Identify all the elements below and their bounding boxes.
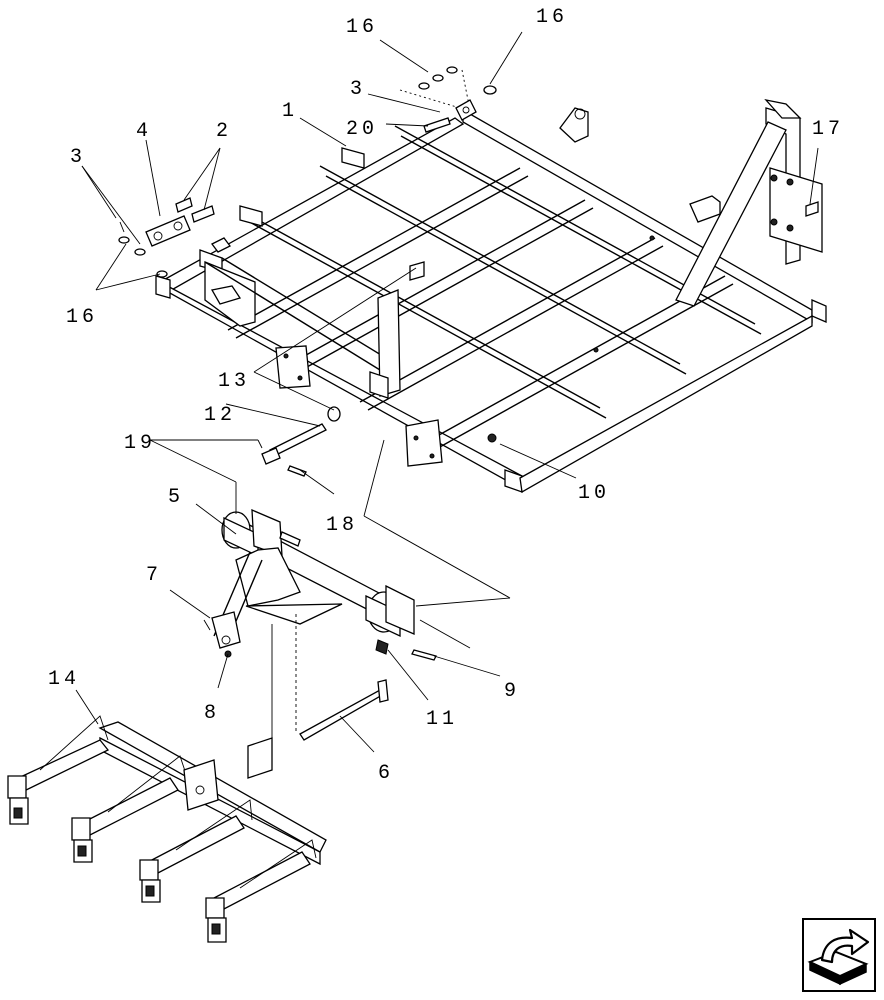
callout-3-top: 3: [350, 78, 366, 101]
callout-1: 1: [282, 100, 298, 123]
callout-18: 18: [326, 514, 358, 537]
callout-14: 14: [48, 668, 80, 691]
callout-13: 13: [218, 370, 250, 393]
callout-16-left: 16: [66, 306, 98, 329]
rockshaft-assembly: [203, 508, 437, 661]
center-hardware: [257, 406, 341, 477]
callout-16-top-right: 16: [536, 6, 568, 29]
top-hardware: [118, 66, 819, 278]
callout-10: 10: [578, 482, 610, 505]
callout-11: 11: [426, 708, 458, 731]
link-rod: [271, 614, 389, 748]
callout-2: 2: [216, 120, 232, 143]
callout-6: 6: [378, 762, 394, 785]
callout-20: 20: [346, 118, 378, 141]
turn-page-arrow-graphic: [802, 918, 876, 992]
main-frame: [155, 98, 827, 494]
callout-4: 4: [136, 120, 152, 143]
tooth-bar-assembly: [7, 715, 327, 943]
callout-16-top-left: 16: [346, 16, 378, 39]
callout-9: 9: [504, 680, 520, 703]
tooth-shoes: [7, 775, 227, 943]
leader-lines: [75, 31, 819, 753]
turn-page-arrow-icon[interactable]: [802, 918, 876, 992]
callout-5: 5: [168, 486, 184, 509]
callout-19: 19: [124, 432, 156, 455]
callout-labels: 16 16 3 20 1 17 4 2 3 16 13 12 19 10 18 …: [48, 6, 844, 785]
callout-7: 7: [146, 564, 162, 587]
callout-8: 8: [204, 702, 220, 725]
callout-3-left: 3: [70, 146, 86, 169]
callout-12: 12: [204, 404, 236, 427]
callout-17: 17: [812, 118, 844, 141]
